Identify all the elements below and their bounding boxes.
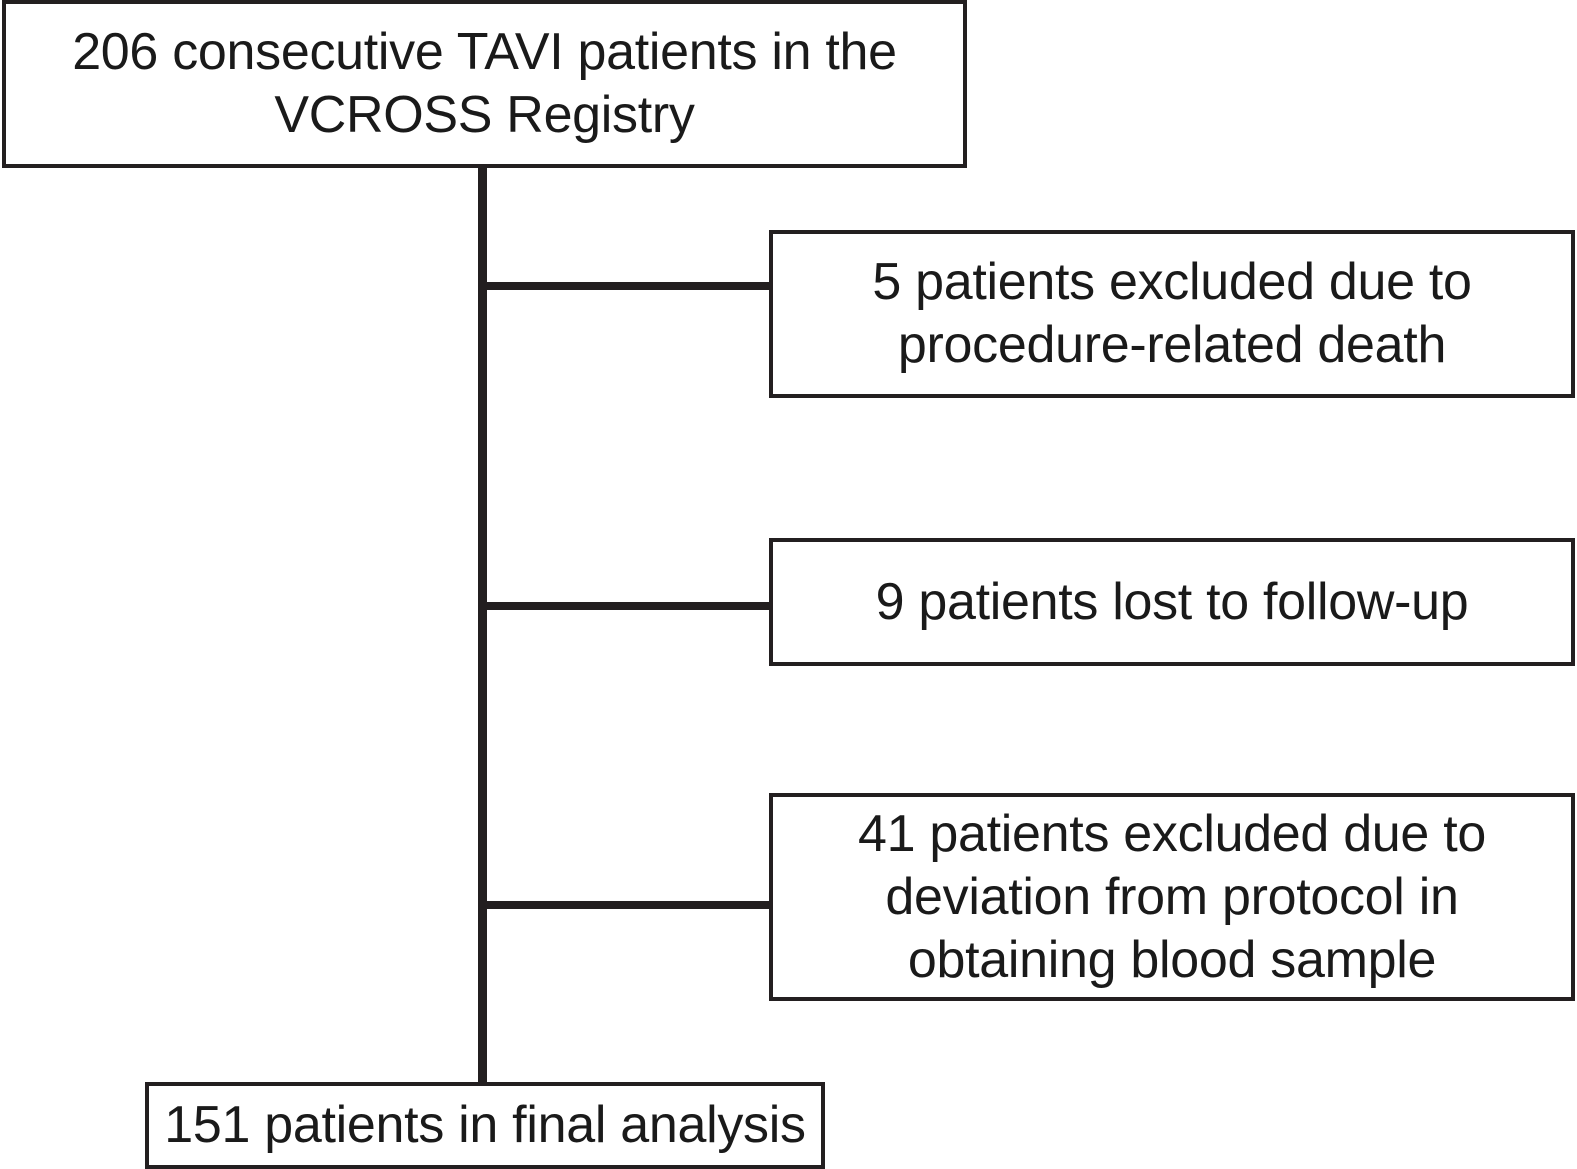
flow-node-exclusion-2: 9 patients lost to follow-up bbox=[769, 538, 1575, 666]
flow-node-final-analysis: 151 patients in final analysis bbox=[145, 1082, 825, 1169]
connector-branch-exclusion-2 bbox=[483, 602, 773, 610]
flow-node-source: 206 consecutive TAVI patients in the VCR… bbox=[2, 0, 967, 168]
connector-branch-exclusion-1 bbox=[483, 282, 773, 290]
connector-trunk-vertical bbox=[478, 165, 487, 1085]
flow-node-exclusion-1: 5 patients excluded due to procedure-rel… bbox=[769, 230, 1575, 398]
flow-node-exclusion-3: 41 patients excluded due to deviation fr… bbox=[769, 793, 1575, 1001]
connector-branch-exclusion-3 bbox=[483, 901, 773, 909]
